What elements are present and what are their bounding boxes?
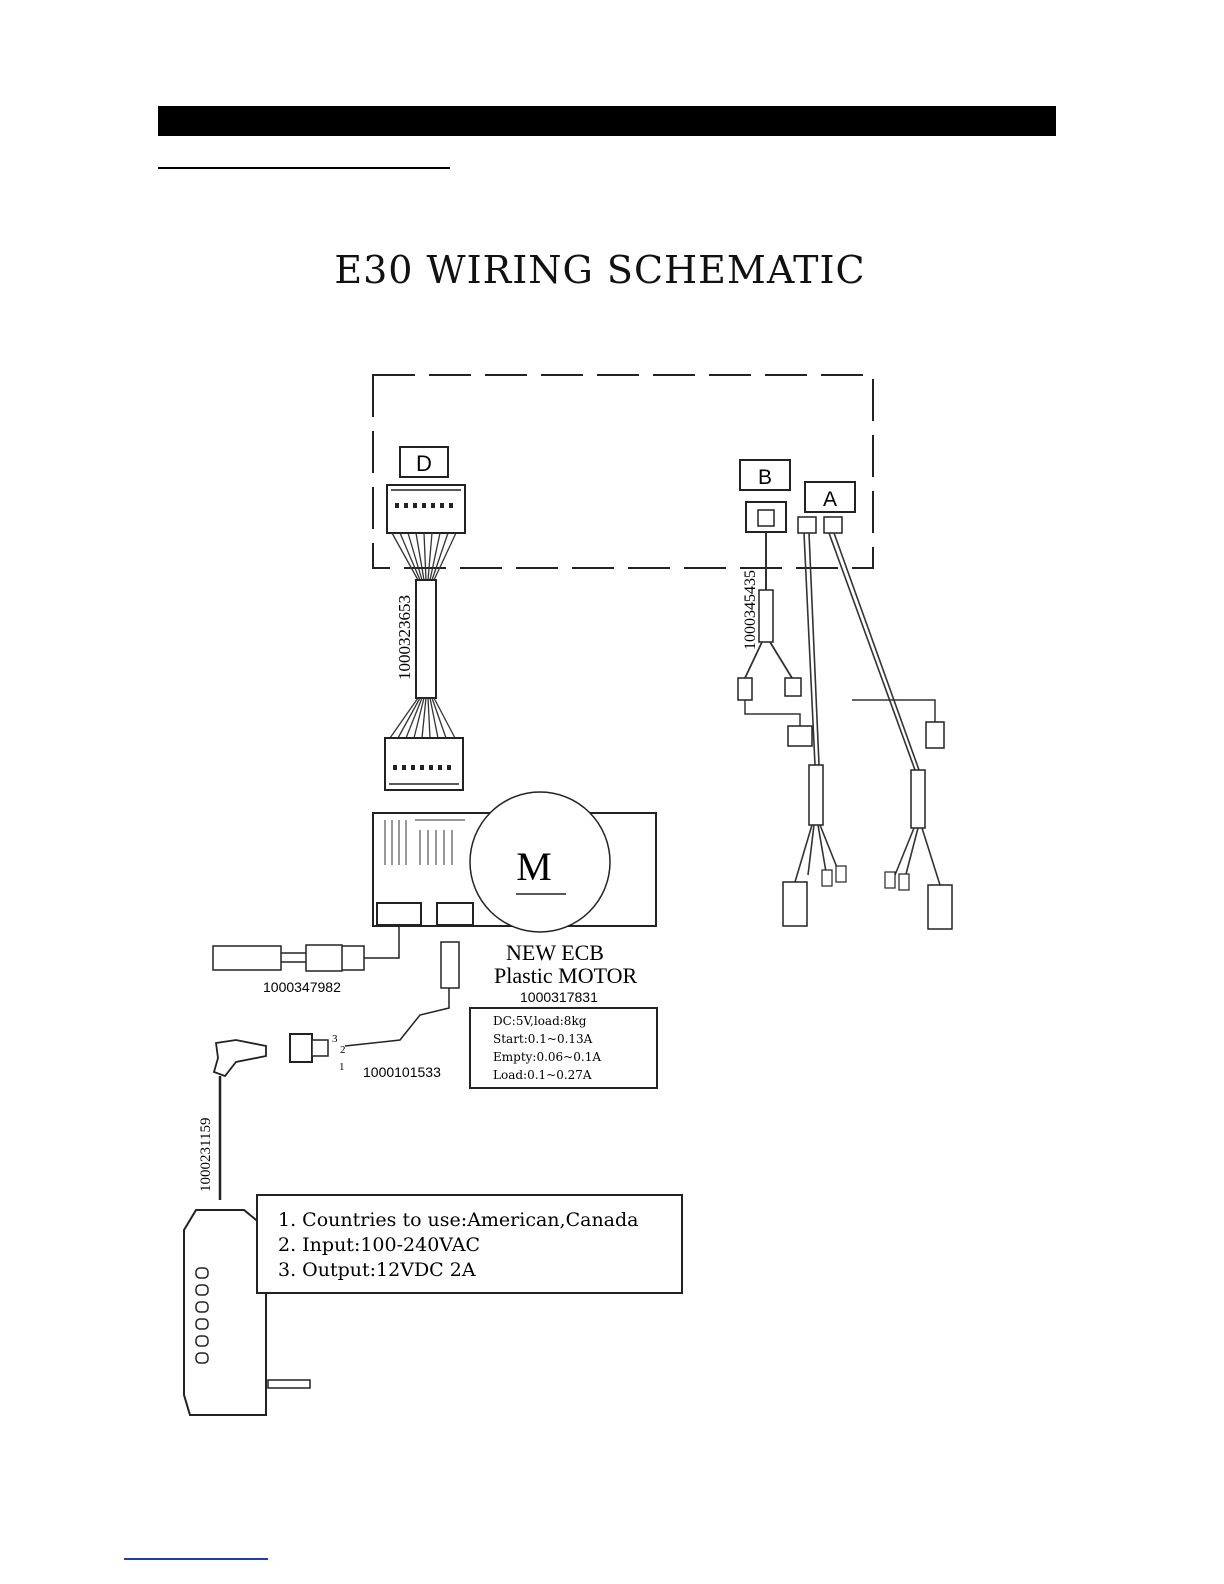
adapter-prong: [268, 1380, 310, 1388]
sensor-plug: [306, 945, 342, 971]
cable-d-sleeve: [416, 580, 436, 698]
cable-d-wires-bottom: [390, 698, 455, 738]
connector-d-top-body: [387, 485, 465, 533]
ecb-port-power: [437, 903, 473, 925]
handlebar-lead-right-plug: [928, 885, 952, 929]
pin-2-label: 2: [340, 1044, 346, 1056]
ecb-spec-4: Load:0.1~0.27A: [493, 1068, 592, 1082]
adapter-plug: [214, 1040, 266, 1076]
sensor-body: [213, 946, 281, 970]
ecb-line2: Plastic MOTOR: [494, 963, 638, 988]
cable-b-part-label: 1000345435: [742, 570, 759, 650]
connector-d-bottom-body: [385, 738, 463, 790]
connector-d-label: D: [416, 451, 432, 476]
connector-a-socket-right: [824, 517, 842, 533]
ecb-port-sensor: [377, 903, 421, 925]
cable-d-wires-top: [392, 533, 456, 580]
connector-a-label: A: [823, 488, 837, 511]
power-jack: [290, 1034, 312, 1062]
ecb-line1: NEW ECB: [506, 940, 604, 965]
ecb-spec-3: Empty:0.06~0.1A: [493, 1050, 601, 1064]
power-wire-part-label: 1000101533: [363, 1064, 441, 1080]
cable-b-connector-right: [785, 678, 801, 696]
handlebar-lead-left-sleeve: [809, 765, 823, 825]
connector-b-label: B: [758, 466, 772, 489]
ecb-spec-1: DC:5V,load:8kg: [493, 1014, 587, 1028]
sensor-wire-line: [362, 925, 399, 958]
ecb-spec-2: Start:0.1~0.13A: [493, 1032, 593, 1046]
cable-d-part-label: 1000323653: [395, 595, 414, 680]
power-wire-connector: [441, 942, 459, 988]
pin-3-label: 3: [332, 1033, 338, 1045]
sensor-connector: [340, 946, 364, 970]
cable-b-connector-lower: [788, 726, 812, 746]
motor-symbol: M: [516, 844, 552, 889]
connector-b-body: [746, 502, 786, 532]
connector-a-socket-left: [798, 517, 816, 533]
pin-1-label: 1: [339, 1061, 345, 1073]
adapter-cord-part-label: 1000231159: [198, 1118, 214, 1192]
handlebar-lead-left-plug: [783, 882, 807, 926]
handlebar-lead-right-sleeve: [911, 770, 925, 828]
cable-b-connector-left: [738, 678, 752, 700]
adapter-spec-2: 2. Input:100-240VAC: [278, 1234, 480, 1256]
power-wire-line: [345, 988, 449, 1046]
adapter-spec-1: 1. Countries to use:American,Canada: [278, 1209, 639, 1231]
adapter-body: [184, 1210, 266, 1415]
sensor-wire-part-label: 1000347982: [263, 979, 341, 995]
ecb-part-label: 1000317831: [520, 989, 598, 1005]
cable-b-sleeve: [759, 590, 773, 642]
adapter-spec-3: 3. Output:12VDC 2A: [278, 1259, 476, 1281]
connector-a-side-plug: [926, 722, 944, 748]
